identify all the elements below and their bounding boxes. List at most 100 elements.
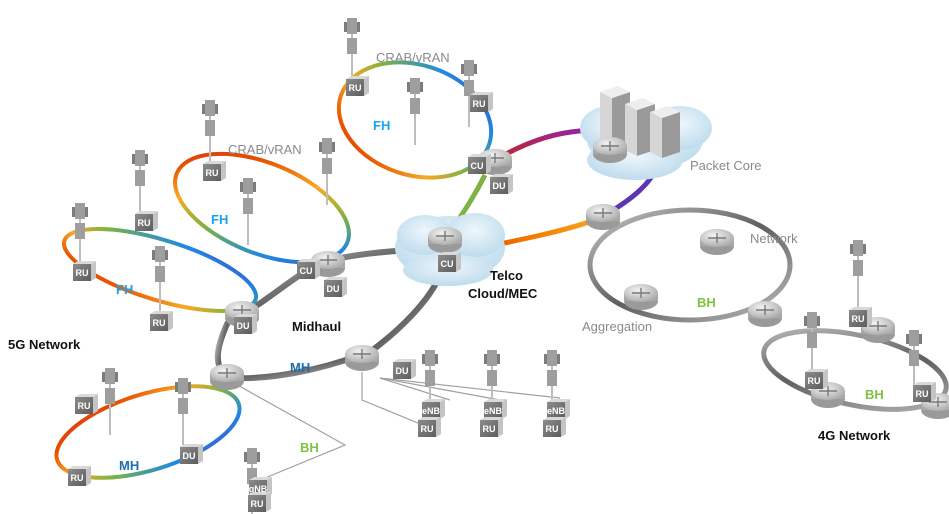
fh-label: FH [116, 282, 133, 297]
ru-box: RU [913, 382, 936, 402]
ru-box-label: RU [421, 424, 434, 434]
midhaul-ring-bottom [54, 384, 242, 480]
cell-tower-icon [202, 100, 218, 167]
du-box: DU [393, 359, 416, 379]
cu-box: CU [297, 259, 320, 279]
bh-label: BH [697, 295, 716, 310]
4g-network-label: 4G Network [818, 428, 891, 443]
ru-box-label: RU [251, 499, 264, 509]
cell-tower-icon [407, 78, 423, 145]
aggregation-label: Aggregation [582, 319, 652, 334]
gnb-box-label: gNB [249, 484, 268, 494]
bh-label: BH [300, 440, 319, 455]
enb-box: eNB [547, 399, 570, 419]
bh-label: BH [865, 387, 884, 402]
ru-box: RU [150, 311, 173, 331]
cell-tower-icon [175, 378, 191, 445]
ru-box-label: RU [546, 424, 559, 434]
du-box: DU [490, 174, 513, 194]
telco-cloud-label: Cloud/MEC [468, 286, 538, 301]
cell-tower-icon [804, 312, 820, 379]
ru-box-label: RU [153, 318, 166, 328]
backhaul-thin-link [379, 377, 451, 401]
cell-tower-icon [72, 203, 88, 270]
5g-network-label: 5G Network [8, 337, 81, 352]
server-rack-icon [600, 86, 680, 158]
cu-box-label: CU [300, 266, 313, 276]
du-box-label: DU [237, 321, 250, 331]
fronthaul-ring-left [61, 227, 259, 313]
ru-box-label: RU [483, 424, 496, 434]
midhaul-link [368, 273, 443, 355]
du-box-label: DU [396, 366, 409, 376]
network-label: Network [750, 231, 798, 246]
ru-box-label: RU [76, 268, 89, 278]
ru-box-label: RU [473, 99, 486, 109]
cell-tower-icon [344, 18, 360, 85]
cu-box-label: CU [471, 161, 484, 171]
ru-box: RU [248, 492, 271, 512]
router-icon [210, 364, 244, 390]
cu-box: CU [468, 154, 491, 174]
enb-box: eNB [484, 399, 507, 419]
ru-box-label: RU [916, 389, 929, 399]
ru-box-label: RU [78, 401, 91, 411]
du-box-label: DU [183, 451, 196, 461]
ru-box: RU [805, 369, 828, 389]
cell-tower-icon [461, 60, 477, 127]
du-box: DU [180, 444, 203, 464]
ru-box: RU [418, 417, 441, 437]
fronthaul-ring-top [336, 60, 494, 180]
cell-tower-icon [850, 240, 866, 307]
telco-cloud-label: Telco [490, 268, 523, 283]
enb-box-label: eNB [547, 406, 566, 416]
router-icon [345, 345, 379, 371]
cell-tower-icon [102, 368, 118, 435]
router-icon [700, 229, 734, 255]
cu-box: CU [438, 252, 461, 272]
backhaul-thin-link [231, 381, 347, 479]
enb-box-label: eNB [484, 406, 503, 416]
ru-box: RU [73, 261, 96, 281]
ru-box: RU [68, 466, 91, 486]
fh-label: FH [373, 118, 390, 133]
du-box: DU [234, 314, 257, 334]
crab-vran-label: CRAB/vRAN [228, 142, 302, 157]
fh-label: FH [211, 212, 228, 227]
cell-tower-icon [152, 246, 168, 313]
backhaul-thin-link [379, 377, 501, 401]
ru-box-label: RU [71, 473, 84, 483]
aggregation-ring [587, 207, 793, 323]
ru-box: RU [75, 394, 98, 414]
router-icon [593, 137, 627, 163]
midhaul-label: Midhaul [292, 319, 341, 334]
router-icon [428, 227, 462, 253]
du-box: DU [324, 277, 347, 297]
mh-label: MH [119, 458, 139, 473]
ru-box: RU [203, 161, 226, 181]
du-box-label: DU [327, 284, 340, 294]
ru-box-label: RU [138, 218, 151, 228]
mh-label: MH [290, 360, 310, 375]
cell-tower-icon [240, 178, 256, 245]
backhaul-thin-link [361, 372, 431, 429]
crab-vran-label: CRAB/vRAN [376, 50, 450, 65]
ru-box-label: RU [206, 168, 219, 178]
ru-box: RU [346, 76, 369, 96]
cell-tower-icon [319, 138, 335, 205]
access-ring-4g [761, 328, 949, 412]
cu-box-label: CU [441, 259, 454, 269]
router-icon [586, 204, 620, 230]
enb-box: eNB [422, 399, 445, 419]
packet-core-label: Packet Core [690, 158, 762, 173]
ru-box: RU [135, 211, 158, 231]
ru-box-label: RU [349, 83, 362, 93]
ru-box: RU [543, 417, 566, 437]
backhaul-thin-link [379, 377, 561, 399]
ru-box: RU [849, 307, 872, 327]
enb-box-label: eNB [422, 406, 441, 416]
ru-box: RU [470, 92, 493, 112]
cell-tower-icon [132, 150, 148, 217]
fronthaul-ring-middle [173, 151, 351, 265]
